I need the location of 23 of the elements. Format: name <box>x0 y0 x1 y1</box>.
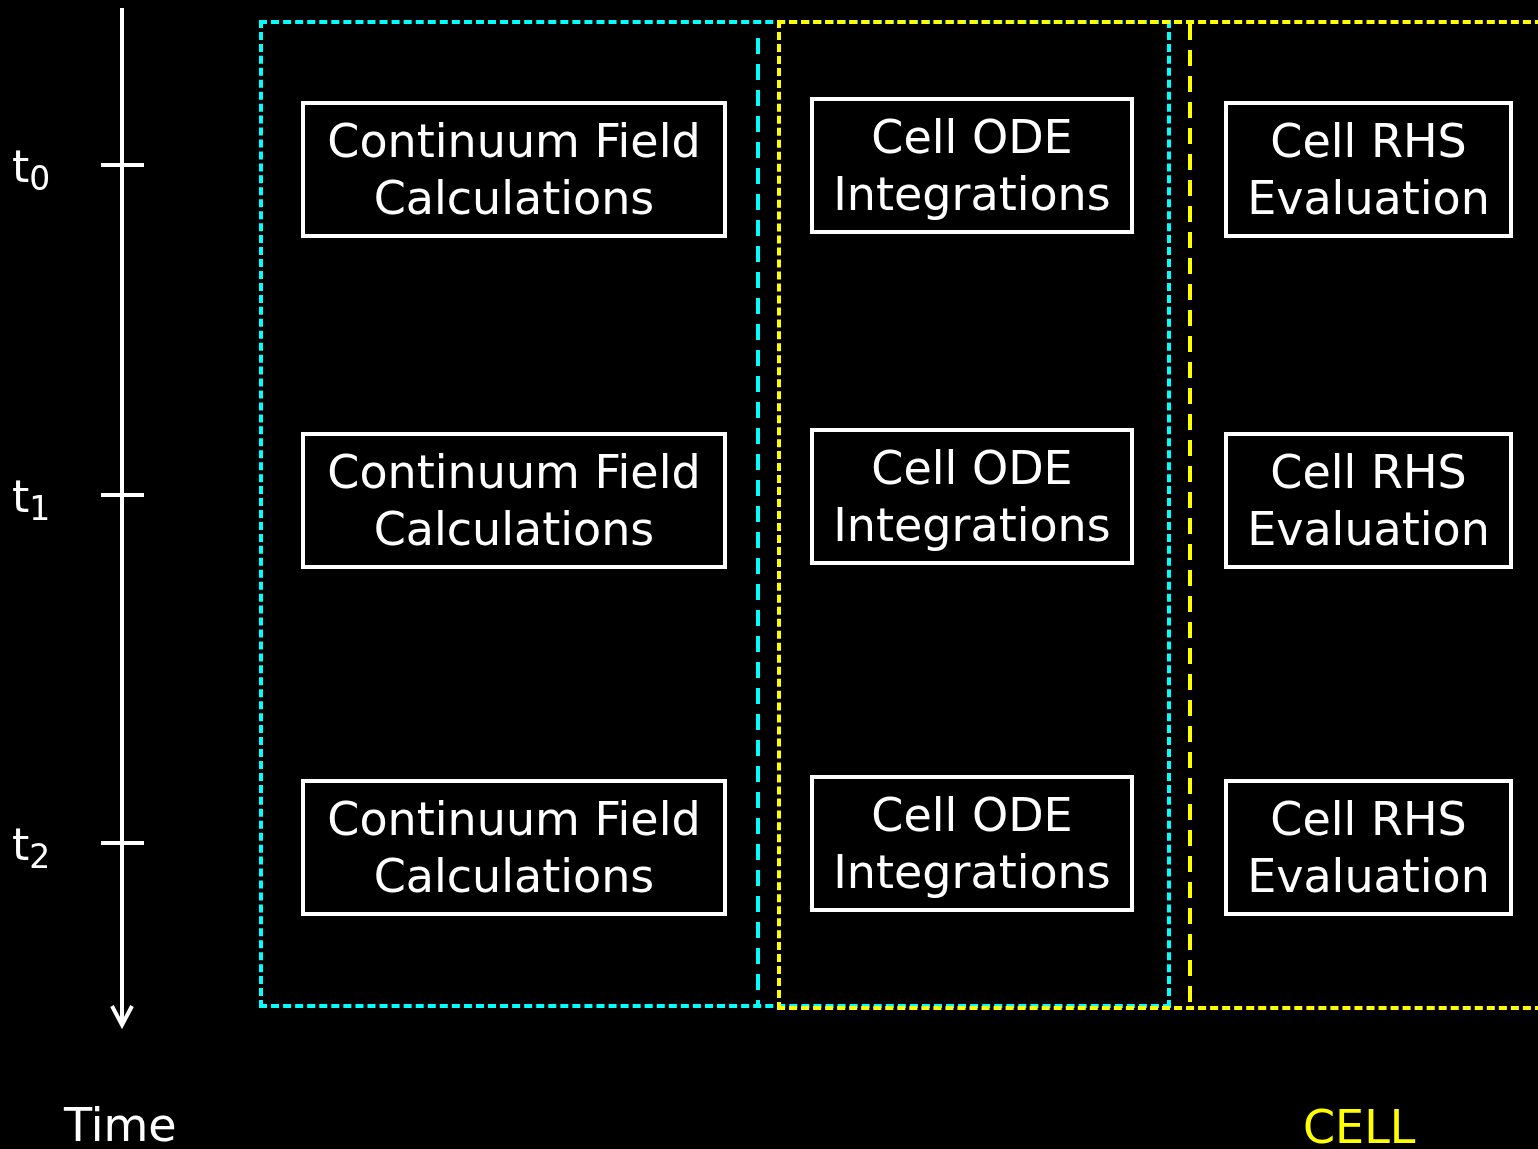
process-box <box>1224 432 1513 569</box>
axis-title: Time <box>64 1102 177 1148</box>
process-box <box>1224 779 1513 916</box>
process-box <box>301 779 727 916</box>
box-label: Continuum Field Calculations <box>326 112 702 227</box>
process-box <box>301 432 727 569</box>
box-label: Continuum Field Calculations <box>326 790 702 905</box>
box-label: Cell ODE Integrations <box>832 108 1112 223</box>
time-label: t$_{1}$ <box>12 475 51 519</box>
box-label: Cell RHS Evaluation <box>1246 443 1491 558</box>
box-label: Cell RHS Evaluation <box>1246 790 1491 905</box>
box-label: Continuum Field Calculations <box>326 443 702 558</box>
process-box <box>301 101 727 238</box>
box-label: Cell RHS Evaluation <box>1246 112 1491 227</box>
process-box <box>810 97 1134 234</box>
box-label: Cell ODE Integrations <box>832 439 1112 554</box>
process-box <box>1224 101 1513 238</box>
process-box <box>810 775 1134 912</box>
box-label: Cell ODE Integrations <box>832 786 1112 901</box>
process-box <box>810 428 1134 565</box>
region-label: CELL <box>1303 1104 1416 1149</box>
time-label: t$_{0}$ <box>12 145 51 189</box>
time-label: t$_{2}$ <box>12 823 51 867</box>
